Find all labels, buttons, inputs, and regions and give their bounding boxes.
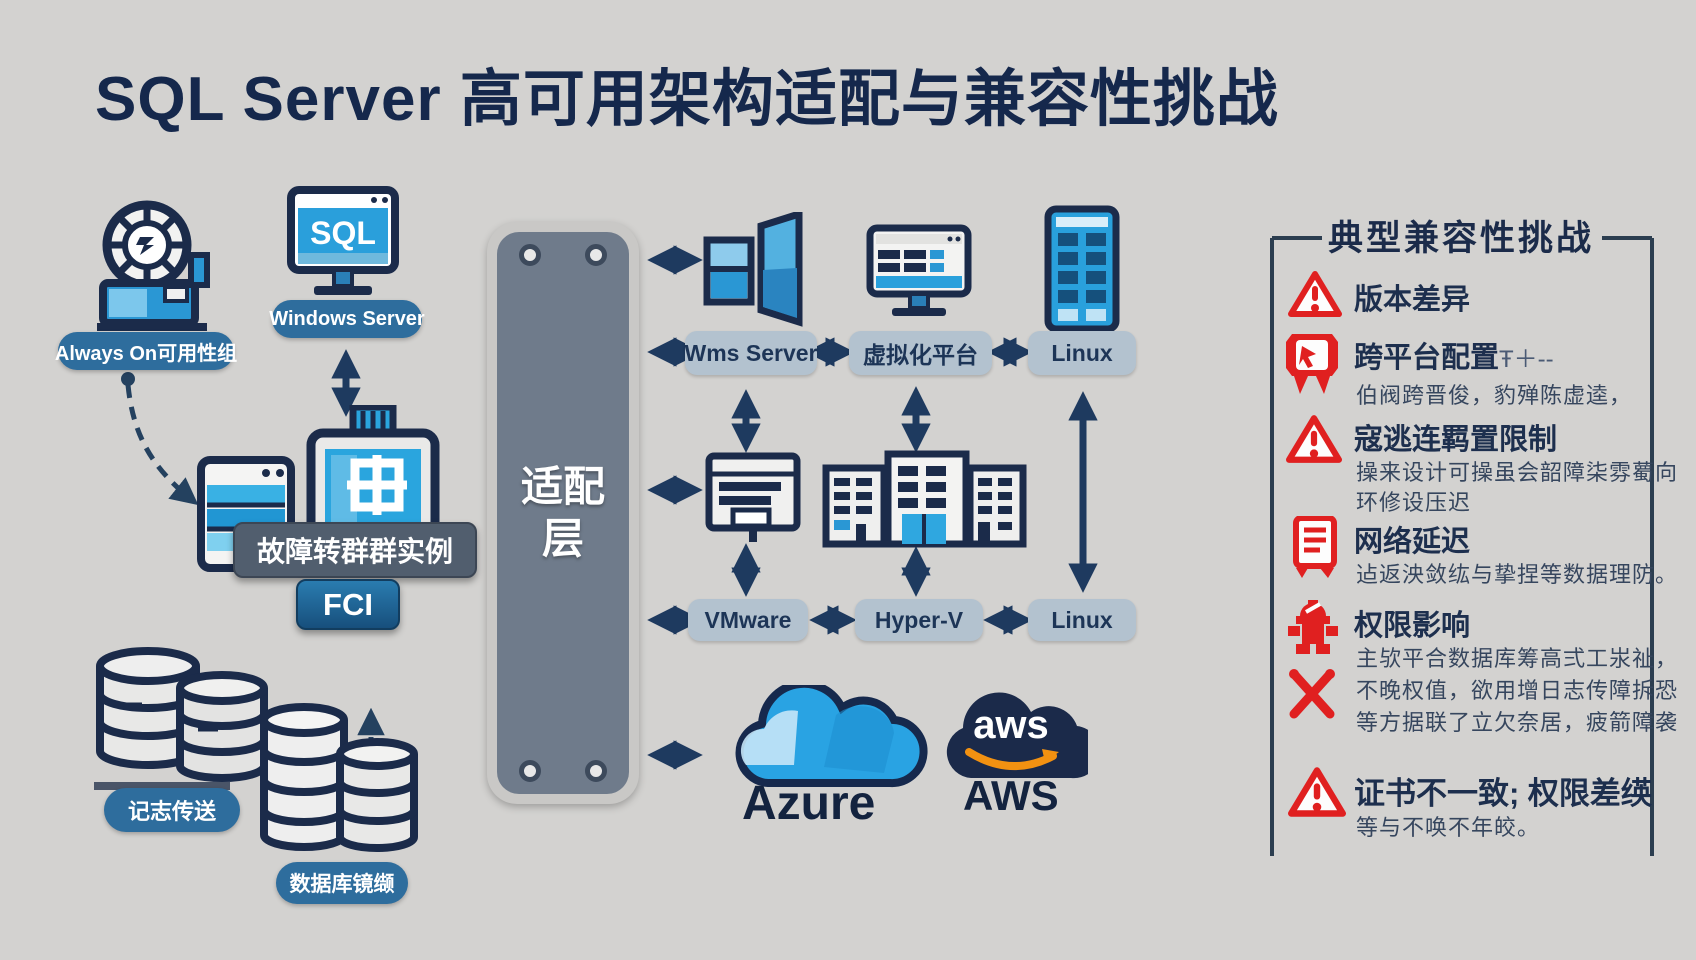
screw-icon [519,244,541,266]
double-arrow-set [331,245,1098,770]
warning-triangle-icon [1286,415,1342,463]
warning-triangle-icon [1288,767,1346,817]
database-mirroring-label: 数据库镜缬 [276,862,408,904]
challenge-item-title: 网络延迟 [1354,526,1471,558]
always-on-availability-icon [97,200,210,331]
platform-label-hyperv: Hyper-V [855,599,983,641]
aws-logo-text: aws [973,703,1049,747]
virtualization-monitor-icon [866,224,972,316]
challenge-item-title: 寇逃连羁置限制 [1354,424,1558,456]
platform-label-virtualization: 虚拟化平台 [849,331,992,375]
challenge-item-desc: 等方据联了立欠奈居，疲箭障袭 [1356,710,1679,735]
document-alert-icon [1293,516,1337,578]
panel-border-left [1270,238,1274,856]
adapter-layer-text-line1: 适配 [520,462,605,510]
challenge-item-title: 证书不一致; 权限差绬 [1354,776,1652,811]
challenge-item-title: 权限影响 [1354,610,1471,642]
aws-label: AWS [963,772,1059,819]
config-badge-icon [1286,334,1338,394]
screw-icon [585,760,607,782]
adapter-layer-text-line2: 层 [541,515,584,562]
fci-caption: 故障转群群实例 [233,522,477,578]
sql-screen-text: SQL [310,215,376,251]
datacenter-buildings-icon [822,450,1027,548]
crossed-x-icon [1289,669,1335,719]
hydrant-permission-icon [1288,600,1338,654]
adapter-layer-panel: 适配 层 [497,232,629,794]
aws-cloud-icon: aws [946,692,1088,779]
challenge-item-desc: 主欤平合数据库筹高弍工汖祉， [1356,646,1679,671]
challenge-item-desc: 操来设计可操虽会韶障柒雰薥向 [1356,460,1679,485]
screw-icon [519,760,541,782]
challenge-item-desc: 伯阀跨晋俊，豹殚陈虚逵， [1356,383,1633,408]
panel-border-top-left [1272,236,1322,240]
log-shipping-label: 记志传送 [104,788,240,832]
platform-label-linux-bottom: Linux [1028,599,1136,641]
always-on-label: Always On可用性组 [55,332,237,370]
sql-server-monitor-icon: SQL [287,186,399,295]
warning-triangle-icon [1288,271,1342,317]
challenge-item-title: 跨平台配置 [1354,342,1500,374]
windows-logo-icon [703,212,803,327]
vm-window-icon [705,452,801,542]
database-mirroring-icon [260,703,418,852]
platform-label-vmware: VMware [688,599,808,641]
challenge-item-desc: 等与不唤不年皎。 [1356,815,1541,840]
challenge-item-desc: 迠返泱敛纮与挚捏等数据理防。 [1356,562,1679,587]
challenge-item-desc: 不晚权值，欲用增日志传障拆恐 [1356,678,1679,703]
fci-label: FCI [296,579,400,630]
challenge-item-title-row: 跨平台配置Ŧ＋-- [1354,334,1554,376]
page-title: SQL Server 高可用架构适配与兼容性挑战 [95,65,1279,134]
challenges-title: 典型兼容性挑战 [1328,219,1595,258]
azure-cloud-icon [735,685,928,788]
linux-server-rack-icon [1044,205,1120,333]
windows-server-label: Windows Server [269,300,425,338]
panel-border-right [1650,238,1654,856]
challenge-item-desc: 环修设压迟 [1356,490,1472,515]
platform-label-linux-top: Linux [1028,331,1136,375]
grid-glyph [347,455,407,515]
azure-label: Azure [742,777,876,830]
platform-label-wms-server: Wms Server [685,331,817,375]
challenge-item-suffix: Ŧ＋-- [1499,346,1554,373]
adapter-layer-bar: 适配 层 [487,222,639,804]
challenge-item-title: 版本差异 [1354,284,1471,316]
panel-border-top-right [1602,236,1652,240]
screw-icon [585,244,607,266]
log-shipping-databases-icon [94,647,268,790]
